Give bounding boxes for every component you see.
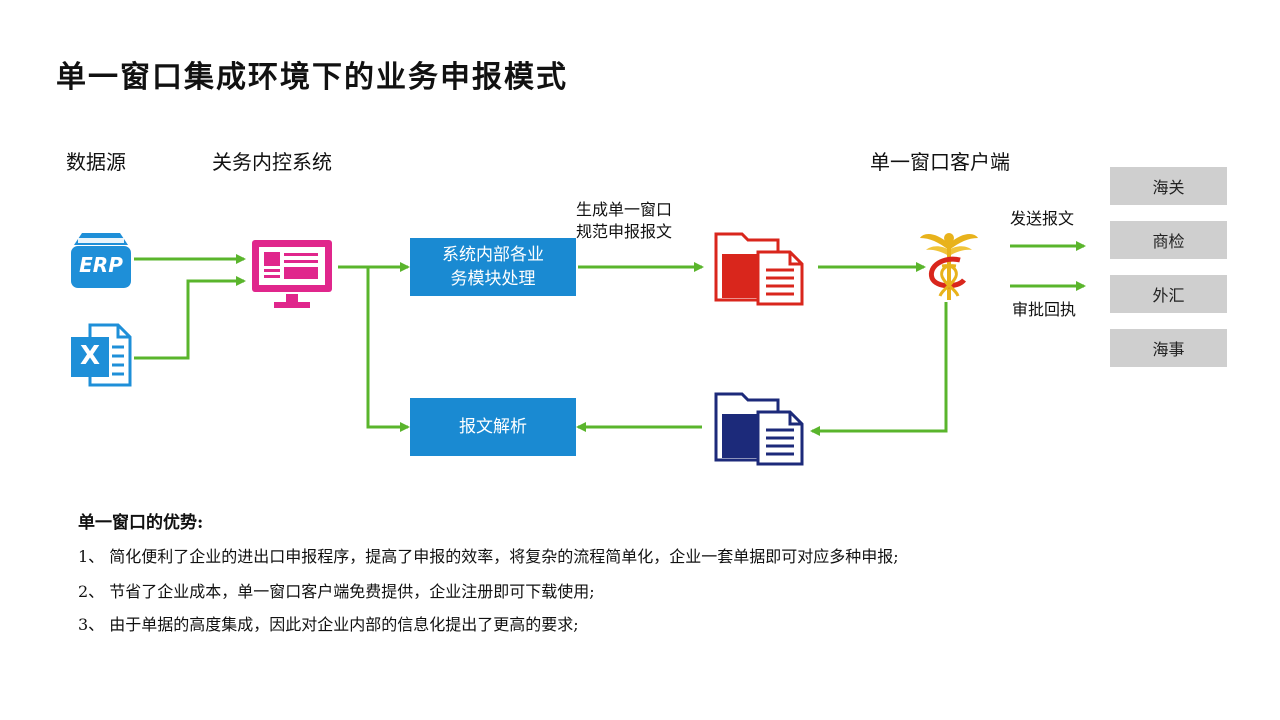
receipt-document-icon bbox=[714, 388, 806, 468]
agency-customs: 海关 bbox=[1110, 167, 1227, 205]
page-title: 单一窗口集成环境下的业务申报模式 bbox=[56, 60, 568, 95]
arrow-internal-to-parse bbox=[366, 267, 410, 432]
column-label-internal: 关务内控系统 bbox=[212, 150, 332, 174]
declaration-document-icon bbox=[714, 228, 806, 308]
generate-message-line1: 生成单一窗口 bbox=[576, 200, 673, 219]
excel-icon: X bbox=[70, 323, 132, 387]
advantages-title: 单一窗口的优势: bbox=[78, 513, 204, 533]
generate-message-line2: 规范申报报文 bbox=[576, 222, 673, 241]
customs-emblem-icon bbox=[918, 226, 980, 304]
monitor-icon bbox=[250, 238, 334, 310]
approval-receipt-label: 审批回执 bbox=[1012, 300, 1077, 319]
module-processing-box: 系统内部各业 务模块处理 bbox=[410, 238, 576, 296]
arrow-excel-to-internal bbox=[134, 276, 246, 360]
erp-icon-label: ERP bbox=[79, 253, 123, 277]
excel-icon-label: X bbox=[79, 341, 101, 371]
agency-maritime: 海事 bbox=[1110, 329, 1227, 367]
erp-icon: ERP bbox=[70, 229, 132, 289]
arrow-client-to-receipt-doc bbox=[810, 302, 948, 436]
advantage-item: 2、 节省了企业成本，单一窗口客户端免费提供，企业注册即可下载使用; bbox=[78, 582, 595, 601]
generate-message-label: 生成单一窗口 规范申报报文 bbox=[576, 199, 672, 243]
message-parse-label: 报文解析 bbox=[459, 417, 527, 437]
message-parse-box: 报文解析 bbox=[410, 398, 576, 456]
module-processing-line1: 系统内部各业 bbox=[442, 245, 544, 265]
column-label-client: 单一窗口客户端 bbox=[870, 150, 1010, 174]
send-message-label: 发送报文 bbox=[1010, 209, 1075, 228]
advantage-item: 1、 简化便利了企业的进出口申报程序，提高了申报的效率，将复杂的流程简单化，企业… bbox=[78, 547, 899, 566]
advantage-item: 3、 由于单据的高度集成，因此对企业内部的信息化提出了更高的要求; bbox=[78, 615, 579, 634]
column-label-source: 数据源 bbox=[66, 150, 126, 174]
agency-inspection: 商检 bbox=[1110, 221, 1227, 259]
module-processing-line2: 务模块处理 bbox=[450, 269, 536, 289]
agency-foreign-exchange: 外汇 bbox=[1110, 275, 1227, 313]
